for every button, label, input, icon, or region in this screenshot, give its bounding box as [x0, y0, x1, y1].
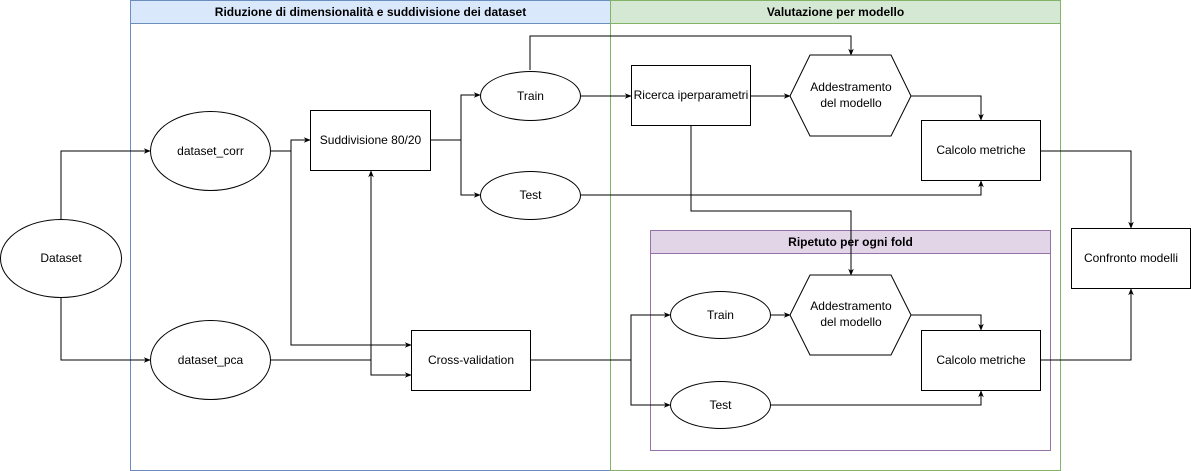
- edge-train-to-training: [529, 35, 854, 70]
- metrics-node-top: Calcolo metriche: [921, 120, 1041, 181]
- edge-metrics-to-compare: [1041, 150, 1134, 229]
- edge-pca-to-cv: [370, 360, 412, 378]
- edge-cv-to-fold-test: [630, 360, 671, 408]
- train-node-fold: Train: [670, 291, 771, 339]
- dataset-corr-node: dataset_corr: [150, 111, 271, 191]
- dataset-node: Dataset: [0, 219, 122, 298]
- edge-test-to-metrics: [581, 180, 984, 196]
- compare-models-node: Confronto modelli: [1071, 228, 1191, 289]
- hyperparameter-search-node: Ricerca iperparametri: [631, 65, 751, 126]
- edge-fold-metrics-to-compare: [1041, 288, 1134, 361]
- training-hexagon-top: [789, 54, 912, 137]
- cross-validation-node: Cross-validation: [411, 330, 531, 391]
- edge-dataset-to-pca: [60, 297, 151, 363]
- edge-corr-to-split: [271, 137, 311, 152]
- edge-search-to-fold-training: [690, 126, 854, 276]
- edge-pca-to-split: [271, 170, 374, 361]
- edge-split-to-test: [460, 140, 481, 198]
- lane-title-model-evaluation: Valutazione per modello: [611, 1, 1060, 24]
- training-hexagon-fold: [789, 274, 912, 356]
- edge-fold-training-to-metrics: [911, 314, 984, 331]
- edge-corr-to-cv: [290, 151, 412, 348]
- split-80-20-node: Suddivisione 80/20: [310, 110, 431, 171]
- test-node-fold: Test: [670, 381, 771, 429]
- lane-title-dimensionality-reduction: Riduzione di dimensionalità e suddivisio…: [131, 1, 610, 24]
- training-label-top: Addestramento del modello: [810, 79, 892, 110]
- edge-cv-to-fold-train: [531, 312, 671, 361]
- test-node-top: Test: [480, 171, 581, 220]
- edge-fold-test-to-metrics: [771, 390, 984, 406]
- lane-model-evaluation: Valutazione per modello: [610, 0, 1061, 471]
- edge-training-to-metrics: [911, 95, 984, 121]
- train-node-top: Train: [480, 71, 581, 121]
- edge-dataset-to-corr: [60, 148, 151, 220]
- dataset-pca-node: dataset_pca: [150, 320, 271, 400]
- training-label-fold: Addestramento del modello: [810, 299, 892, 329]
- lane-dimensionality-reduction: Riduzione di dimensionalità e suddivisio…: [130, 0, 611, 471]
- metrics-node-fold: Calcolo metriche: [921, 330, 1041, 391]
- edge-split-to-train: [431, 92, 481, 141]
